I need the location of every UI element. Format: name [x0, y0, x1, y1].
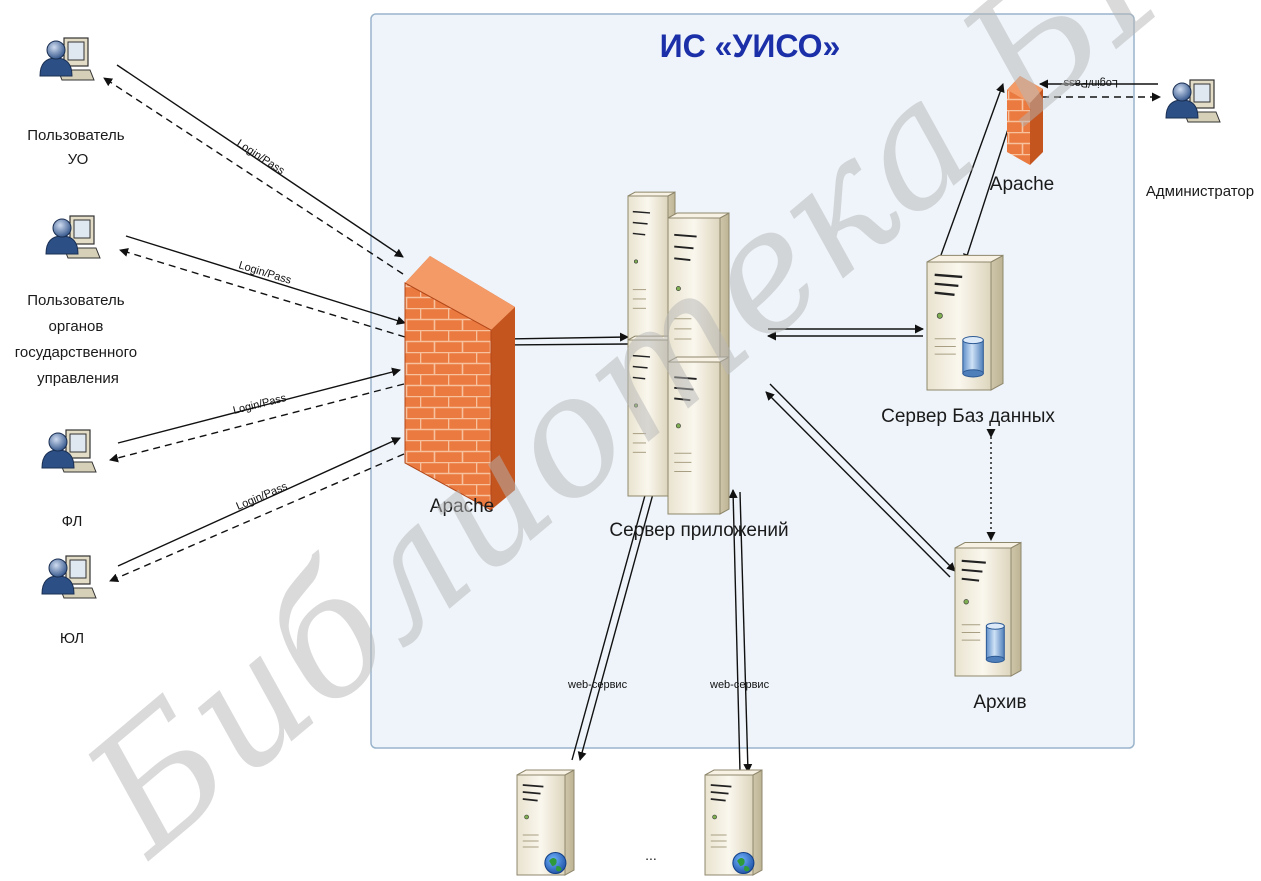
- db-server-icon: [926, 254, 1004, 391]
- edge-label-login-ul: Login/Pass: [234, 480, 289, 513]
- edge-apache-to-uo: [103, 77, 404, 275]
- edge-app-to-archive: [769, 383, 956, 572]
- actor-label-user-uo: Пользователь УО: [27, 127, 129, 168]
- system-title: ИС «УИСО»: [660, 28, 841, 64]
- app-server-label: Сервер приложений: [609, 520, 788, 541]
- edge-app-to-ws1: [577, 471, 660, 761]
- apache-admin-label: Apache: [990, 174, 1054, 195]
- actor-label-fl: ФЛ: [62, 513, 83, 530]
- edge-label-login-fl: Login/Pass: [232, 392, 288, 417]
- web-server-icon: [704, 769, 763, 876]
- actor-label-user-gov: Пользователь органов государственного уп…: [15, 292, 142, 387]
- db-server-label: Сервер Баз данных: [881, 406, 1055, 427]
- actor-label-admin: Администратор: [1146, 183, 1254, 200]
- edge-admin-apache-to-db: [963, 122, 1011, 263]
- is-panel: [370, 13, 1135, 749]
- archive-label: Архив: [973, 692, 1026, 713]
- app-server-icon: [667, 356, 730, 515]
- edge-app-to-apache: [504, 340, 629, 350]
- edge-label-login-uo: Login/Pass: [234, 137, 287, 177]
- edge-ul-to-apache: [117, 437, 401, 567]
- edge-archive-to-app: [765, 391, 951, 578]
- external-services-ellipsis: ...: [645, 847, 657, 863]
- web-server-icon: [516, 769, 575, 876]
- firewall-icon: [404, 256, 515, 511]
- edge-apache-to-gov: [119, 248, 406, 338]
- admin-firewall-icon: [1007, 76, 1043, 165]
- edge-label-login-gov: Login/Pass: [237, 259, 293, 287]
- edge-label-login-admin: Login/Pass: [1063, 77, 1118, 89]
- edge-fl-to-apache: [117, 367, 401, 444]
- archive-server-icon: [954, 541, 1022, 677]
- edge-apache-to-fl: [109, 383, 405, 463]
- user-icon: [41, 555, 97, 599]
- edge-label-web-service-1: web-сервис: [567, 679, 628, 691]
- edge-apache-to-ul: [109, 453, 405, 582]
- actor-label-ul: ЮЛ: [60, 630, 84, 647]
- edge-label-web-service-2: web-сервис: [709, 679, 770, 691]
- edge-app-to-ws2: [739, 491, 753, 773]
- edge-gov-to-apache: [125, 235, 406, 325]
- apache-main-label: Apache: [430, 496, 494, 517]
- edge-apache-to-app: [504, 332, 629, 342]
- user-icon: [41, 429, 97, 473]
- edge-ws2-to-app: [728, 489, 741, 773]
- admin-user-icon: [1165, 79, 1221, 123]
- user-icon: [39, 37, 95, 81]
- edge-db-to-admin-apache: [940, 83, 1005, 256]
- edge-ws1-to-app: [571, 469, 655, 761]
- edge-uo-to-apache: [116, 64, 404, 258]
- user-icon: [45, 215, 101, 259]
